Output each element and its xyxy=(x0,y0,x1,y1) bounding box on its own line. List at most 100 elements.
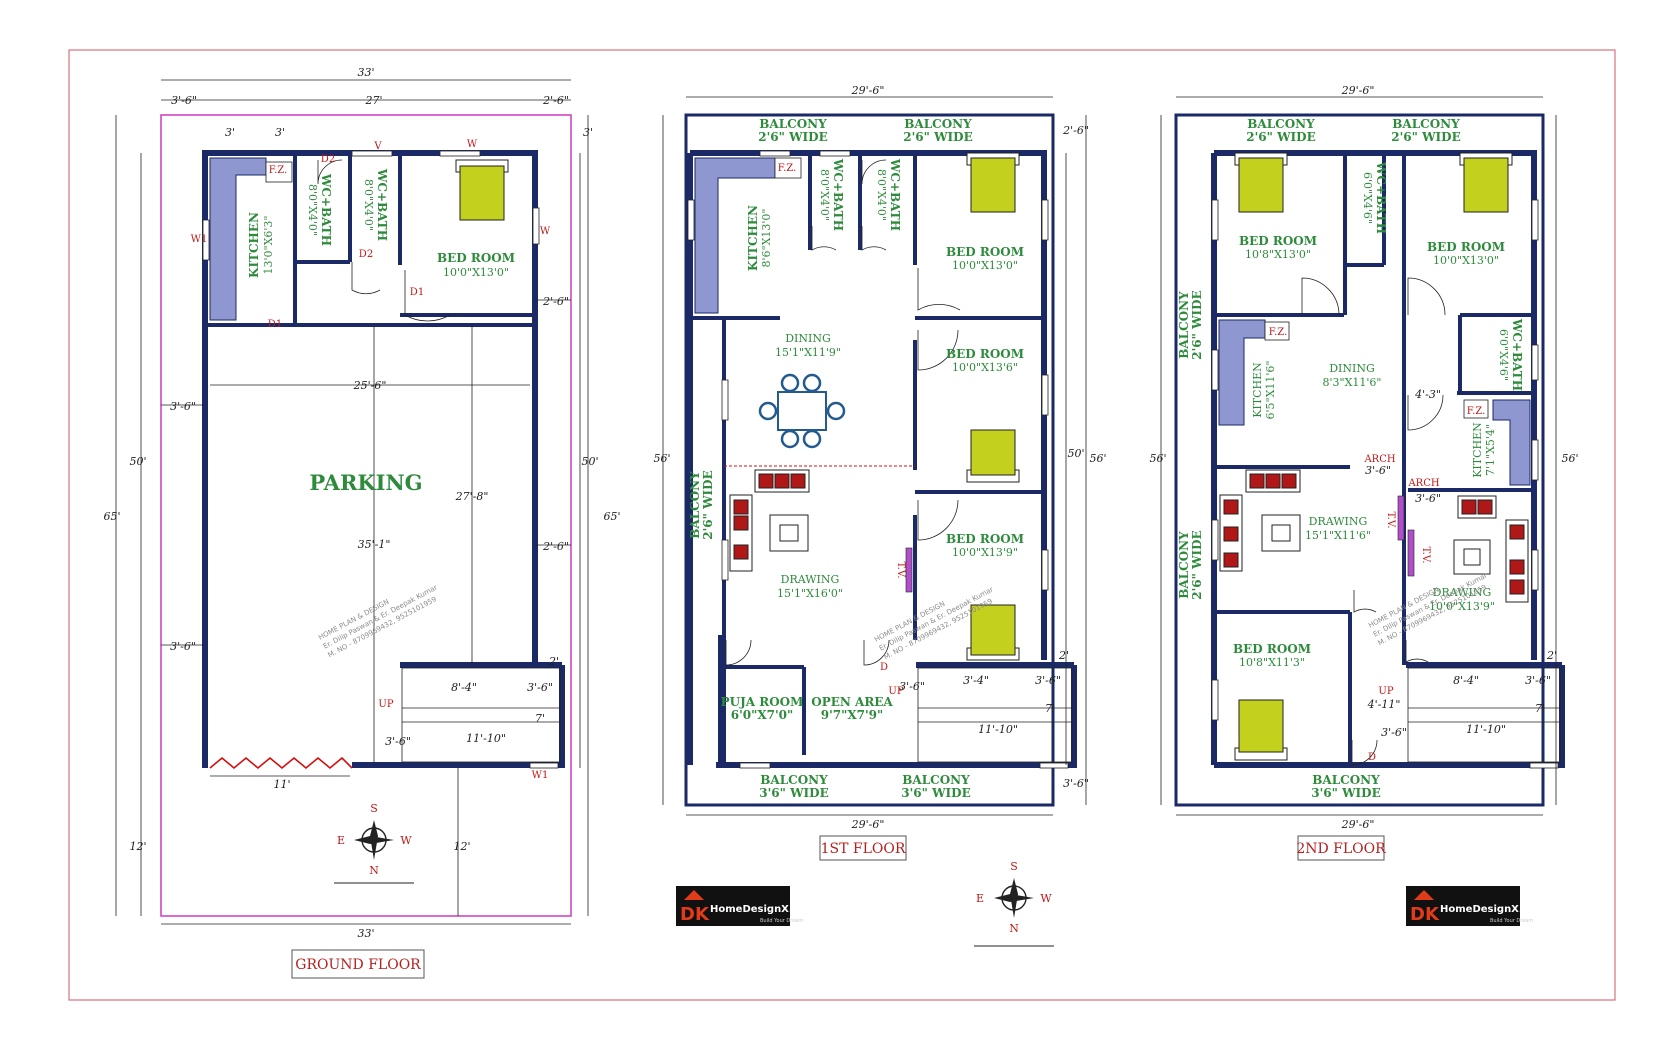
svg-text:15'1"X16'0": 15'1"X16'0" xyxy=(777,587,843,600)
svg-text:2'6" WIDE: 2'6" WIDE xyxy=(1190,290,1204,359)
svg-text:2'-6": 2'-6" xyxy=(542,295,569,308)
dining-table-icon xyxy=(758,373,846,449)
sheet-border xyxy=(68,49,1616,1001)
svg-text:E: E xyxy=(976,892,984,905)
svg-text:56': 56' xyxy=(1089,452,1106,465)
svg-text:3'-6": 3'-6" xyxy=(1035,674,1061,687)
watermark: HOME PLAN & DESIGN Er. Dilip Paswan & Er… xyxy=(317,583,439,659)
svg-text:15'1"X11'6": 15'1"X11'6" xyxy=(1305,529,1371,542)
svg-text:BALCONY: BALCONY xyxy=(904,117,972,131)
svg-text:65': 65' xyxy=(603,510,620,523)
svg-text:3'6" WIDE: 3'6" WIDE xyxy=(759,786,828,800)
svg-text:WC+BATH: WC+BATH xyxy=(831,158,845,231)
svg-text:10'0"X13'9": 10'0"X13'9" xyxy=(952,546,1018,559)
svg-text:HomeDesignX.com: HomeDesignX.com xyxy=(710,904,816,915)
svg-text:D2: D2 xyxy=(321,154,335,165)
svg-text:3'-6": 3'-6" xyxy=(1525,674,1551,687)
svg-text:8'0"X4'0": 8'0"X4'0" xyxy=(362,179,375,231)
svg-text:10'0"X13'0": 10'0"X13'0" xyxy=(952,259,1018,272)
svg-text:BED ROOM: BED ROOM xyxy=(946,532,1024,546)
svg-text:WC+BATH: WC+BATH xyxy=(1374,161,1388,234)
svg-text:3': 3' xyxy=(583,126,593,139)
ground-floor-title: GROUND FLOOR xyxy=(295,957,421,973)
svg-text:WC+BATH: WC+BATH xyxy=(888,158,902,231)
svg-text:BALCONY: BALCONY xyxy=(1177,531,1191,599)
svg-text:2'6" WIDE: 2'6" WIDE xyxy=(758,130,827,144)
svg-text:27': 27' xyxy=(364,94,382,107)
second-floor-title: 2ND FLOOR xyxy=(1296,841,1386,857)
svg-text:2': 2' xyxy=(1058,649,1069,662)
svg-text:6'0"X4'6": 6'0"X4'6" xyxy=(1497,329,1510,381)
svg-text:56': 56' xyxy=(1149,452,1166,465)
svg-text:2'-6": 2'-6" xyxy=(542,540,569,553)
svg-text:KITCHEN: KITCHEN xyxy=(746,205,760,271)
logo-homedesignx: DK HomeDesignX.com Build Your Dream xyxy=(1406,886,1546,926)
svg-text:W: W xyxy=(540,226,551,237)
svg-text:11'-10": 11'-10" xyxy=(466,732,506,745)
svg-text:D1: D1 xyxy=(410,287,424,298)
svg-text:BALCONY: BALCONY xyxy=(688,471,702,539)
svg-text:6'5"X11'6": 6'5"X11'6" xyxy=(1264,361,1277,420)
svg-text:F.Z.: F.Z. xyxy=(1269,327,1288,338)
svg-text:7': 7' xyxy=(535,712,545,725)
svg-text:W1: W1 xyxy=(191,234,208,245)
svg-text:BALCONY: BALCONY xyxy=(1177,291,1191,359)
svg-text:56': 56' xyxy=(653,452,670,465)
svg-text:D2: D2 xyxy=(359,249,373,260)
svg-text:S: S xyxy=(370,802,378,815)
svg-text:BED ROOM: BED ROOM xyxy=(1233,642,1311,656)
svg-text:6'0"X7'0": 6'0"X7'0" xyxy=(731,708,794,722)
svg-text:WC+BATH: WC+BATH xyxy=(1510,318,1524,391)
svg-text:S: S xyxy=(1010,860,1018,873)
bed-icon xyxy=(459,165,505,221)
svg-text:2'6" WIDE: 2'6" WIDE xyxy=(701,470,715,539)
svg-text:KITCHEN: KITCHEN xyxy=(1471,422,1484,478)
svg-text:BALCONY: BALCONY xyxy=(902,773,970,787)
svg-text:PUJA ROOM: PUJA ROOM xyxy=(721,695,804,709)
gate-icon xyxy=(209,756,353,770)
svg-text:BALCONY: BALCONY xyxy=(1312,773,1380,787)
compass-icon xyxy=(974,878,1054,947)
svg-text:E: E xyxy=(337,834,345,847)
svg-text:8'3"X11'6": 8'3"X11'6" xyxy=(1323,376,1382,389)
ground-wc1-name: WC+BATH xyxy=(319,173,333,246)
svg-text:D: D xyxy=(1368,752,1376,763)
ground-kitchen-name: KITCHEN xyxy=(247,212,261,278)
svg-text:DINING: DINING xyxy=(785,332,831,345)
svg-text:W: W xyxy=(400,834,412,847)
svg-text:50': 50' xyxy=(129,455,146,468)
svg-text:BALCONY: BALCONY xyxy=(1247,117,1315,131)
svg-text:13'0"X6'3": 13'0"X6'3" xyxy=(262,216,275,275)
svg-text:3'-6": 3'-6" xyxy=(1365,464,1391,477)
svg-text:8'0"X4'0": 8'0"X4'0" xyxy=(875,169,888,221)
staircase xyxy=(401,667,561,763)
sofa-icon xyxy=(729,469,913,593)
second-floor-plan xyxy=(1160,96,1565,816)
ground-floor-plan xyxy=(115,79,589,925)
svg-text:35'-1": 35'-1" xyxy=(358,538,391,551)
svg-text:29'-6": 29'-6" xyxy=(851,84,885,97)
svg-text:7'1"X5'4": 7'1"X5'4" xyxy=(1484,424,1497,476)
svg-text:3': 3' xyxy=(275,126,285,139)
svg-text:DK: DK xyxy=(1410,904,1440,925)
svg-text:50': 50' xyxy=(581,455,598,468)
svg-text:33': 33' xyxy=(357,927,374,940)
svg-text:2': 2' xyxy=(1546,649,1557,662)
svg-text:10'8"X11'3": 10'8"X11'3" xyxy=(1239,656,1305,669)
svg-text:BALCONY: BALCONY xyxy=(760,773,828,787)
svg-text:29'-6": 29'-6" xyxy=(1341,84,1375,97)
ground-bedroom-name: BED ROOM xyxy=(437,251,515,265)
svg-text:2': 2' xyxy=(548,655,559,668)
svg-text:3'-6": 3'-6" xyxy=(170,640,196,653)
svg-text:8'6"X13'0": 8'6"X13'0" xyxy=(760,209,773,268)
svg-text:Build Your Dream: Build Your Dream xyxy=(1490,918,1533,924)
svg-text:3': 3' xyxy=(225,126,235,139)
svg-text:7': 7' xyxy=(1045,702,1055,715)
svg-text:DINING: DINING xyxy=(1329,362,1375,375)
parking-label: PARKING xyxy=(309,470,422,495)
svg-text:10'8"X13'0": 10'8"X13'0" xyxy=(1245,248,1311,261)
svg-text:UP: UP xyxy=(888,686,903,697)
svg-text:3'-6": 3'-6" xyxy=(899,680,925,693)
svg-text:2'6" WIDE: 2'6" WIDE xyxy=(903,130,972,144)
svg-text:29'-6": 29'-6" xyxy=(1341,818,1375,831)
